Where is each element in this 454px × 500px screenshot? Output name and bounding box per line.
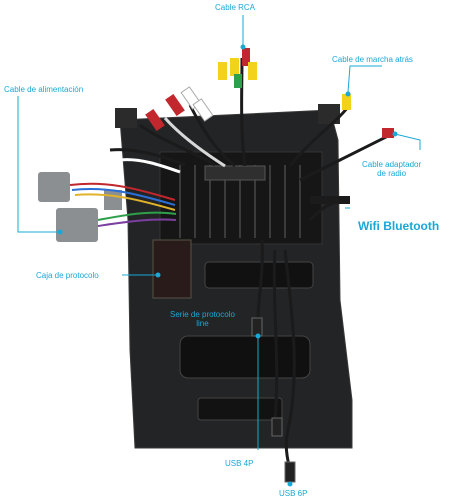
usb4-connector [272,418,282,436]
middle-cutout [180,336,310,378]
reverse-plug [342,94,351,110]
label-usb6: USB 6P [279,489,307,498]
wifi-antenna [310,196,350,204]
label-power-cable: Cable de alimentación [4,85,83,94]
upper-slot [205,262,313,288]
label-rca-cable: Cable RCA [215,3,255,12]
grey-plug-1 [38,172,70,202]
connector-block [205,166,265,180]
protocol-box [153,240,191,298]
label-usb4: USB 4P [225,459,253,468]
lower-slot [198,398,282,420]
grey-plug-2 [56,208,98,242]
label-reverse-cable: Cable de marcha atrás [332,55,413,64]
label-serial-protocol: Serie de protocolo line [170,310,235,328]
label-protocol-box: Caja de protocolo [36,271,99,280]
label-radio-adapter-line1: Cable adaptador [362,160,421,169]
serial-connector [252,318,262,336]
mount-bracket-left [115,108,137,128]
label-serial-line2: line [170,319,235,328]
label-radio-adapter-line2: de radio [362,169,421,178]
label-serial-line1: Serie de protocolo [170,310,235,319]
label-wifi-bluetooth: Wifi Bluetooth [358,222,439,231]
grey-plug-3 [104,190,122,210]
radio-adapter-plug [382,128,394,138]
usb6-connector [285,462,295,482]
label-radio-adapter: Cable adaptador de radio [362,160,421,178]
